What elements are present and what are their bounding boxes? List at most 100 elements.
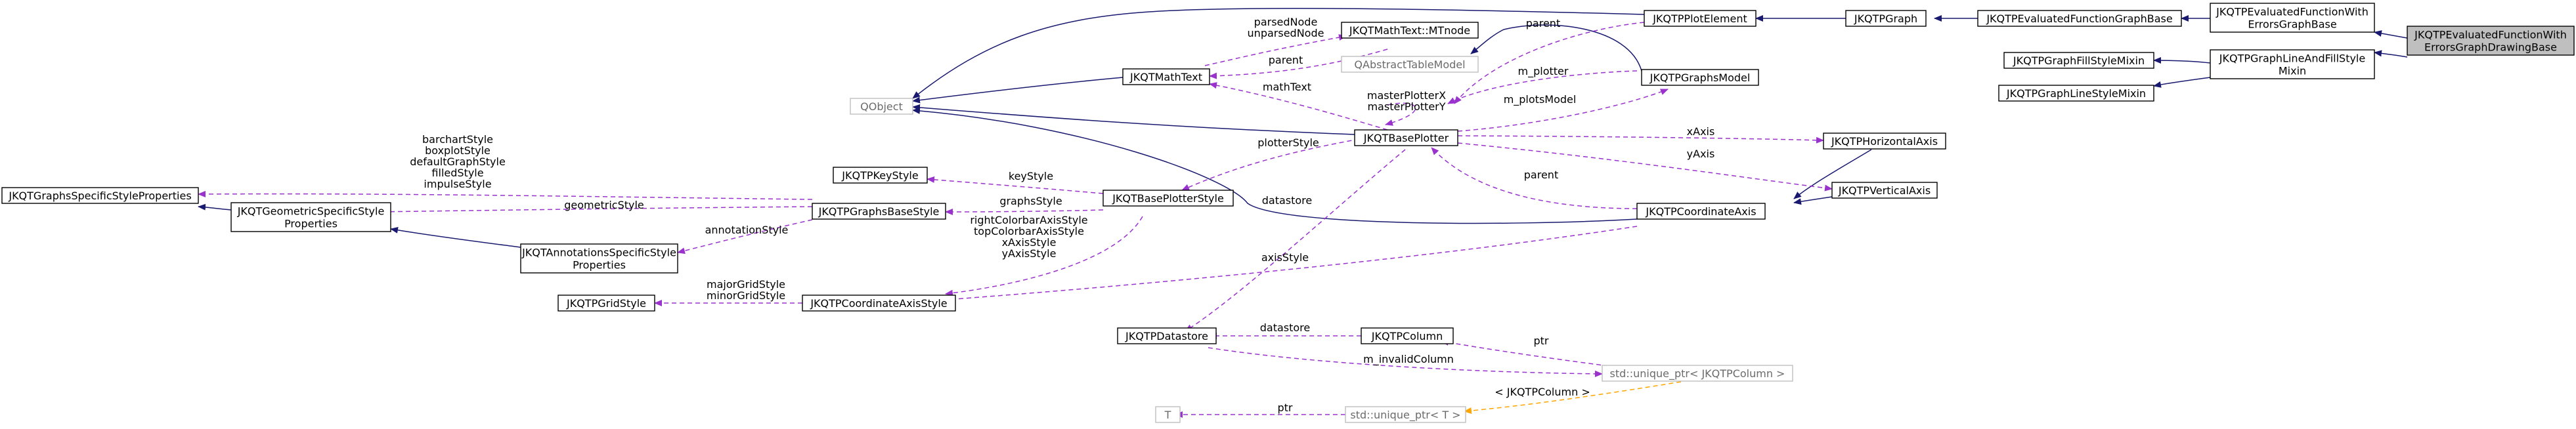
usage-edge (1441, 339, 1609, 367)
edge-label: minorGridStyle (707, 289, 785, 302)
class-node-qabstract[interactable]: QAbstractTableModel (1341, 56, 1479, 73)
class-node-line-style[interactable]: JKQTPGraphLineStyleMixin (1998, 85, 2154, 102)
class-node-box (2210, 3, 2375, 33)
inheritance-edge (2374, 50, 2408, 58)
usage-edge (1431, 147, 1638, 209)
class-node-box (557, 295, 655, 312)
class-node-label: JKQTPGraphsModel (1649, 72, 1751, 84)
class-node-graphs-model[interactable]: JKQTPGraphsModel (1641, 69, 1759, 86)
class-node-uptr-t[interactable]: std::unique_ptr< T > (1345, 406, 1466, 423)
class-node-box (1155, 406, 1181, 423)
edge-label: xAxisStyle (1002, 236, 1057, 249)
class-node-label: JKQTPGraphLineStyleMixin (2006, 87, 2146, 100)
inheritance-edge (1793, 196, 1833, 205)
inheritance-edge (198, 203, 232, 211)
usage-edge (198, 190, 813, 200)
edge-label: defaultGraphStyle (410, 155, 506, 168)
class-node-box (1602, 365, 1793, 382)
class-node-label: std::unique_ptr< JKQTPColumn > (1610, 367, 1785, 380)
edge-label: keyStyle (1009, 170, 1053, 182)
class-node-box (2003, 52, 2154, 69)
class-node-h-axis[interactable]: JKQTPHorizontalAxis (1823, 133, 1946, 150)
class-node-box (1641, 69, 1759, 86)
inheritance-edge (912, 77, 1124, 104)
usage-edge (945, 208, 1104, 215)
edge-label: m_invalidColumn (1363, 353, 1454, 366)
class-node-column[interactable]: JKQTPColumn (1361, 327, 1454, 344)
usage-edge (1204, 34, 1347, 66)
class-node-label: JKQTPCoordinateAxisStyle (810, 297, 947, 310)
class-node-label: Properties (284, 218, 338, 230)
class-node-label: JKQTPHorizontalAxis (1831, 135, 1938, 148)
class-node-base-plotter-style[interactable]: JKQTBasePlotterStyle (1102, 190, 1234, 207)
class-node-box (812, 203, 946, 220)
class-node-mathtext[interactable]: JKQTMathText (1122, 68, 1210, 85)
class-node-label: JKQTPColumn (1371, 330, 1443, 342)
class-node-focus[interactable]: JKQTPEvaluatedFunctionWithErrorsGraphDra… (2407, 26, 2575, 56)
class-node-label: Mixin (2279, 65, 2306, 77)
class-node-label: QAbstractTableModel (1354, 58, 1465, 71)
edge-label: m_plotter (1518, 65, 1569, 78)
inheritance-edge (2153, 77, 2211, 88)
class-node-label: JKQTMathText (1129, 71, 1202, 83)
class-node-label: JKQTMathText::MTnode (1349, 24, 1470, 37)
class-node-datastore[interactable]: JKQTPDatastore (1117, 327, 1217, 344)
edge-label: masterPlotterX (1367, 89, 1446, 102)
usage-edge (1457, 135, 1824, 144)
class-node-box (1845, 10, 1927, 27)
edge-label: annotationStyle (705, 224, 789, 236)
class-node-box (1117, 327, 1217, 344)
edge-label: filledStyle (431, 167, 483, 179)
class-node-fill-style[interactable]: JKQTPGraphFillStyleMixin (2003, 52, 2154, 69)
class-node-graphs-base-style[interactable]: JKQTPGraphsBaseStyle (812, 203, 946, 220)
class-node-box (1345, 406, 1466, 423)
class-node-box (1977, 10, 2182, 27)
class-node-graph[interactable]: JKQTPGraph (1845, 10, 1927, 27)
usage-edge (927, 176, 1104, 194)
class-node-base-plotter[interactable]: JKQTBasePlotter (1354, 129, 1458, 146)
class-node-eval-err-base[interactable]: JKQTPEvaluatedFunctionWithErrorsGraphBas… (2210, 3, 2375, 33)
edge-label: parent (1524, 169, 1558, 181)
class-node-grid-style[interactable]: JKQTPGridStyle (557, 295, 655, 312)
class-node-mtnode[interactable]: JKQTMathText::MTnode (1341, 22, 1479, 39)
edge-label: graphsStyle (999, 195, 1062, 207)
usage-edge (1208, 347, 1603, 377)
edge-label: yAxis (1687, 148, 1715, 160)
class-node-qobject[interactable]: QObject (850, 98, 913, 115)
class-node-box (1341, 22, 1479, 39)
usage-edge (1457, 89, 1669, 132)
edge-label: < JKQTPColumn > (1495, 386, 1590, 398)
class-node-uptr-col[interactable]: std::unique_ptr< JKQTPColumn > (1602, 365, 1793, 382)
edge-label: parent (1269, 54, 1303, 66)
class-node-box (2407, 26, 2575, 56)
class-node--t[interactable]: T (1155, 406, 1181, 423)
class-node-box (2210, 49, 2375, 79)
class-node-label: JKQTPGraphLineAndFillStyle (2219, 52, 2365, 65)
class-node-coord-axis[interactable]: JKQTPCoordinateAxis (1636, 203, 1766, 220)
class-node-box (1102, 190, 1234, 207)
edge-label: boxplotStyle (425, 144, 491, 157)
class-node-label: JKQTGeometricSpecificStyle (237, 205, 385, 218)
class-node-label: ErrorsGraphBase (2248, 18, 2336, 31)
edge-label: datastore (1260, 321, 1311, 334)
edge-label: mathText (1263, 81, 1311, 93)
class-node-v-axis[interactable]: JKQTPVerticalAxis (1831, 182, 1938, 199)
class-node-eval-base[interactable]: JKQTPEvaluatedFunctionGraphBase (1977, 10, 2182, 27)
usage-edge (1209, 82, 1388, 131)
class-node-specific-style[interactable]: JKQTGraphsSpecificStyleProperties (1, 187, 199, 204)
inheritance-edge (912, 8, 1645, 99)
usage-edge (1457, 142, 1833, 192)
class-node-plot-element[interactable]: JKQTPPlotElement (1644, 10, 1757, 27)
class-node-label: JKQTPPlotElement (1652, 12, 1747, 25)
inheritance-edge (2153, 57, 2211, 64)
class-node-key-style[interactable]: JKQTPKeyStyle (833, 167, 928, 184)
inheritance-edge (390, 226, 521, 248)
usage-edge (1181, 138, 1360, 191)
class-node-coord-axis-style[interactable]: JKQTPCoordinateAxisStyle (802, 295, 956, 312)
class-node-label: JKQTPGraphsBaseStyle (818, 205, 940, 218)
edge-label: rightColorbarAxisStyle (970, 214, 1087, 226)
